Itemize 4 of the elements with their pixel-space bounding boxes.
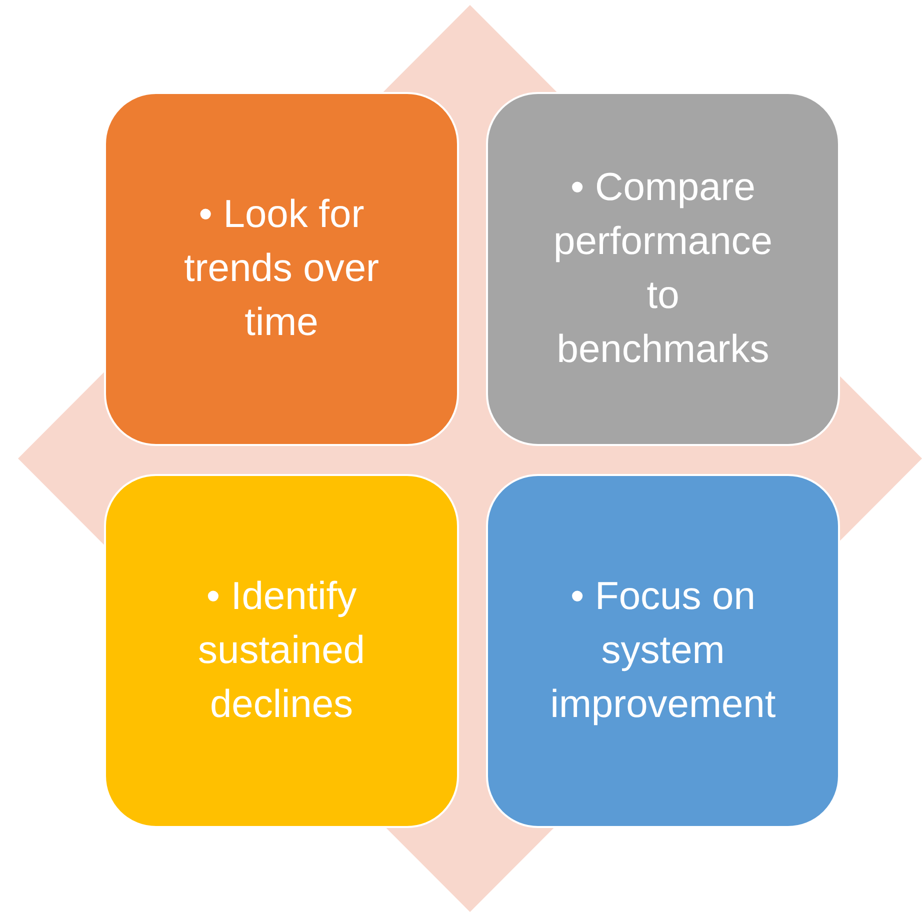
box-text: • Focus on system improvement [549,574,777,728]
box-text: • Compare performance to benchmarks [552,165,774,373]
box-text: • Identify sustained declines [197,574,366,728]
box-text: • Look for trends over time [182,192,380,346]
